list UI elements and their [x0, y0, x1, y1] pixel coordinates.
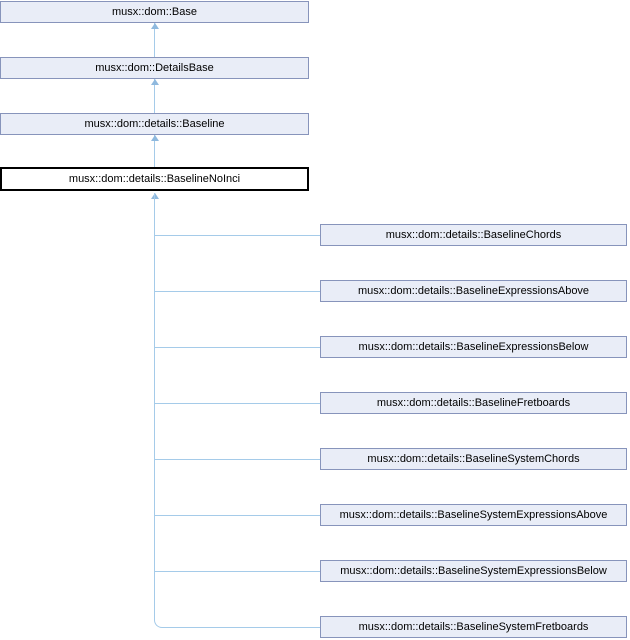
inheritance-arrowhead-icon: [150, 23, 159, 29]
derived-class-node[interactable]: musx::dom::details::BaselineSystemExpres…: [320, 504, 627, 526]
class-node-label: musx::dom::DetailsBase: [95, 62, 214, 74]
derived-class-node-label: musx::dom::details::BaselineChords: [385, 229, 562, 241]
class-node[interactable]: musx::dom::details::Baseline: [0, 113, 309, 135]
inheritance-branch-edge: [154, 459, 320, 460]
current-class-node: musx::dom::details::BaselineNoInci: [0, 167, 309, 191]
derived-class-node-label: musx::dom::details::BaselineSystemFretbo…: [358, 621, 589, 633]
derived-class-node-label: musx::dom::details::BaselineSystemExpres…: [340, 565, 607, 577]
derived-class-node[interactable]: musx::dom::details::BaselineSystemChords: [320, 448, 627, 470]
inheritance-branch-edge: [154, 347, 320, 348]
derived-class-node[interactable]: musx::dom::details::BaselineExpressionsA…: [320, 280, 627, 302]
derived-class-node[interactable]: musx::dom::details::BaselineExpressionsB…: [320, 336, 627, 358]
derived-class-node[interactable]: musx::dom::details::BaselineSystemFretbo…: [320, 616, 627, 638]
derived-class-node-label: musx::dom::details::BaselineExpressionsA…: [357, 285, 590, 297]
inheritance-branch-edge: [154, 403, 320, 404]
derived-class-node[interactable]: musx::dom::details::BaselineSystemExpres…: [320, 560, 627, 582]
inheritance-edge: [154, 23, 155, 57]
inheritance-branch-edge: [154, 571, 320, 572]
inheritance-edge-corner: [154, 619, 163, 628]
derived-class-node-label: musx::dom::details::BaselineSystemChords: [367, 453, 580, 465]
inheritance-trunk-edge: [154, 193, 155, 619]
class-node[interactable]: musx::dom::DetailsBase: [0, 57, 309, 79]
inheritance-arrowhead-icon: [150, 79, 159, 85]
derived-class-node-label: musx::dom::details::BaselineFretboards: [376, 397, 571, 409]
class-node[interactable]: musx::dom::Base: [0, 1, 309, 23]
class-node-label: musx::dom::Base: [112, 6, 197, 18]
inheritance-arrowhead-icon: [150, 135, 159, 141]
derived-class-node-label: musx::dom::details::BaselineSystemExpres…: [339, 509, 608, 521]
inheritance-edge: [154, 135, 155, 167]
inheritance-branch-edge: [154, 515, 320, 516]
inheritance-branch-edge: [154, 235, 320, 236]
inheritance-branch-edge: [162, 627, 320, 628]
derived-class-node[interactable]: musx::dom::details::BaselineChords: [320, 224, 627, 246]
derived-class-node[interactable]: musx::dom::details::BaselineFretboards: [320, 392, 627, 414]
inheritance-edge: [154, 79, 155, 113]
class-node-label: musx::dom::details::BaselineNoInci: [68, 173, 241, 185]
derived-class-node-label: musx::dom::details::BaselineExpressionsB…: [358, 341, 589, 353]
class-node-label: musx::dom::details::Baseline: [84, 118, 225, 130]
inheritance-branch-edge: [154, 291, 320, 292]
